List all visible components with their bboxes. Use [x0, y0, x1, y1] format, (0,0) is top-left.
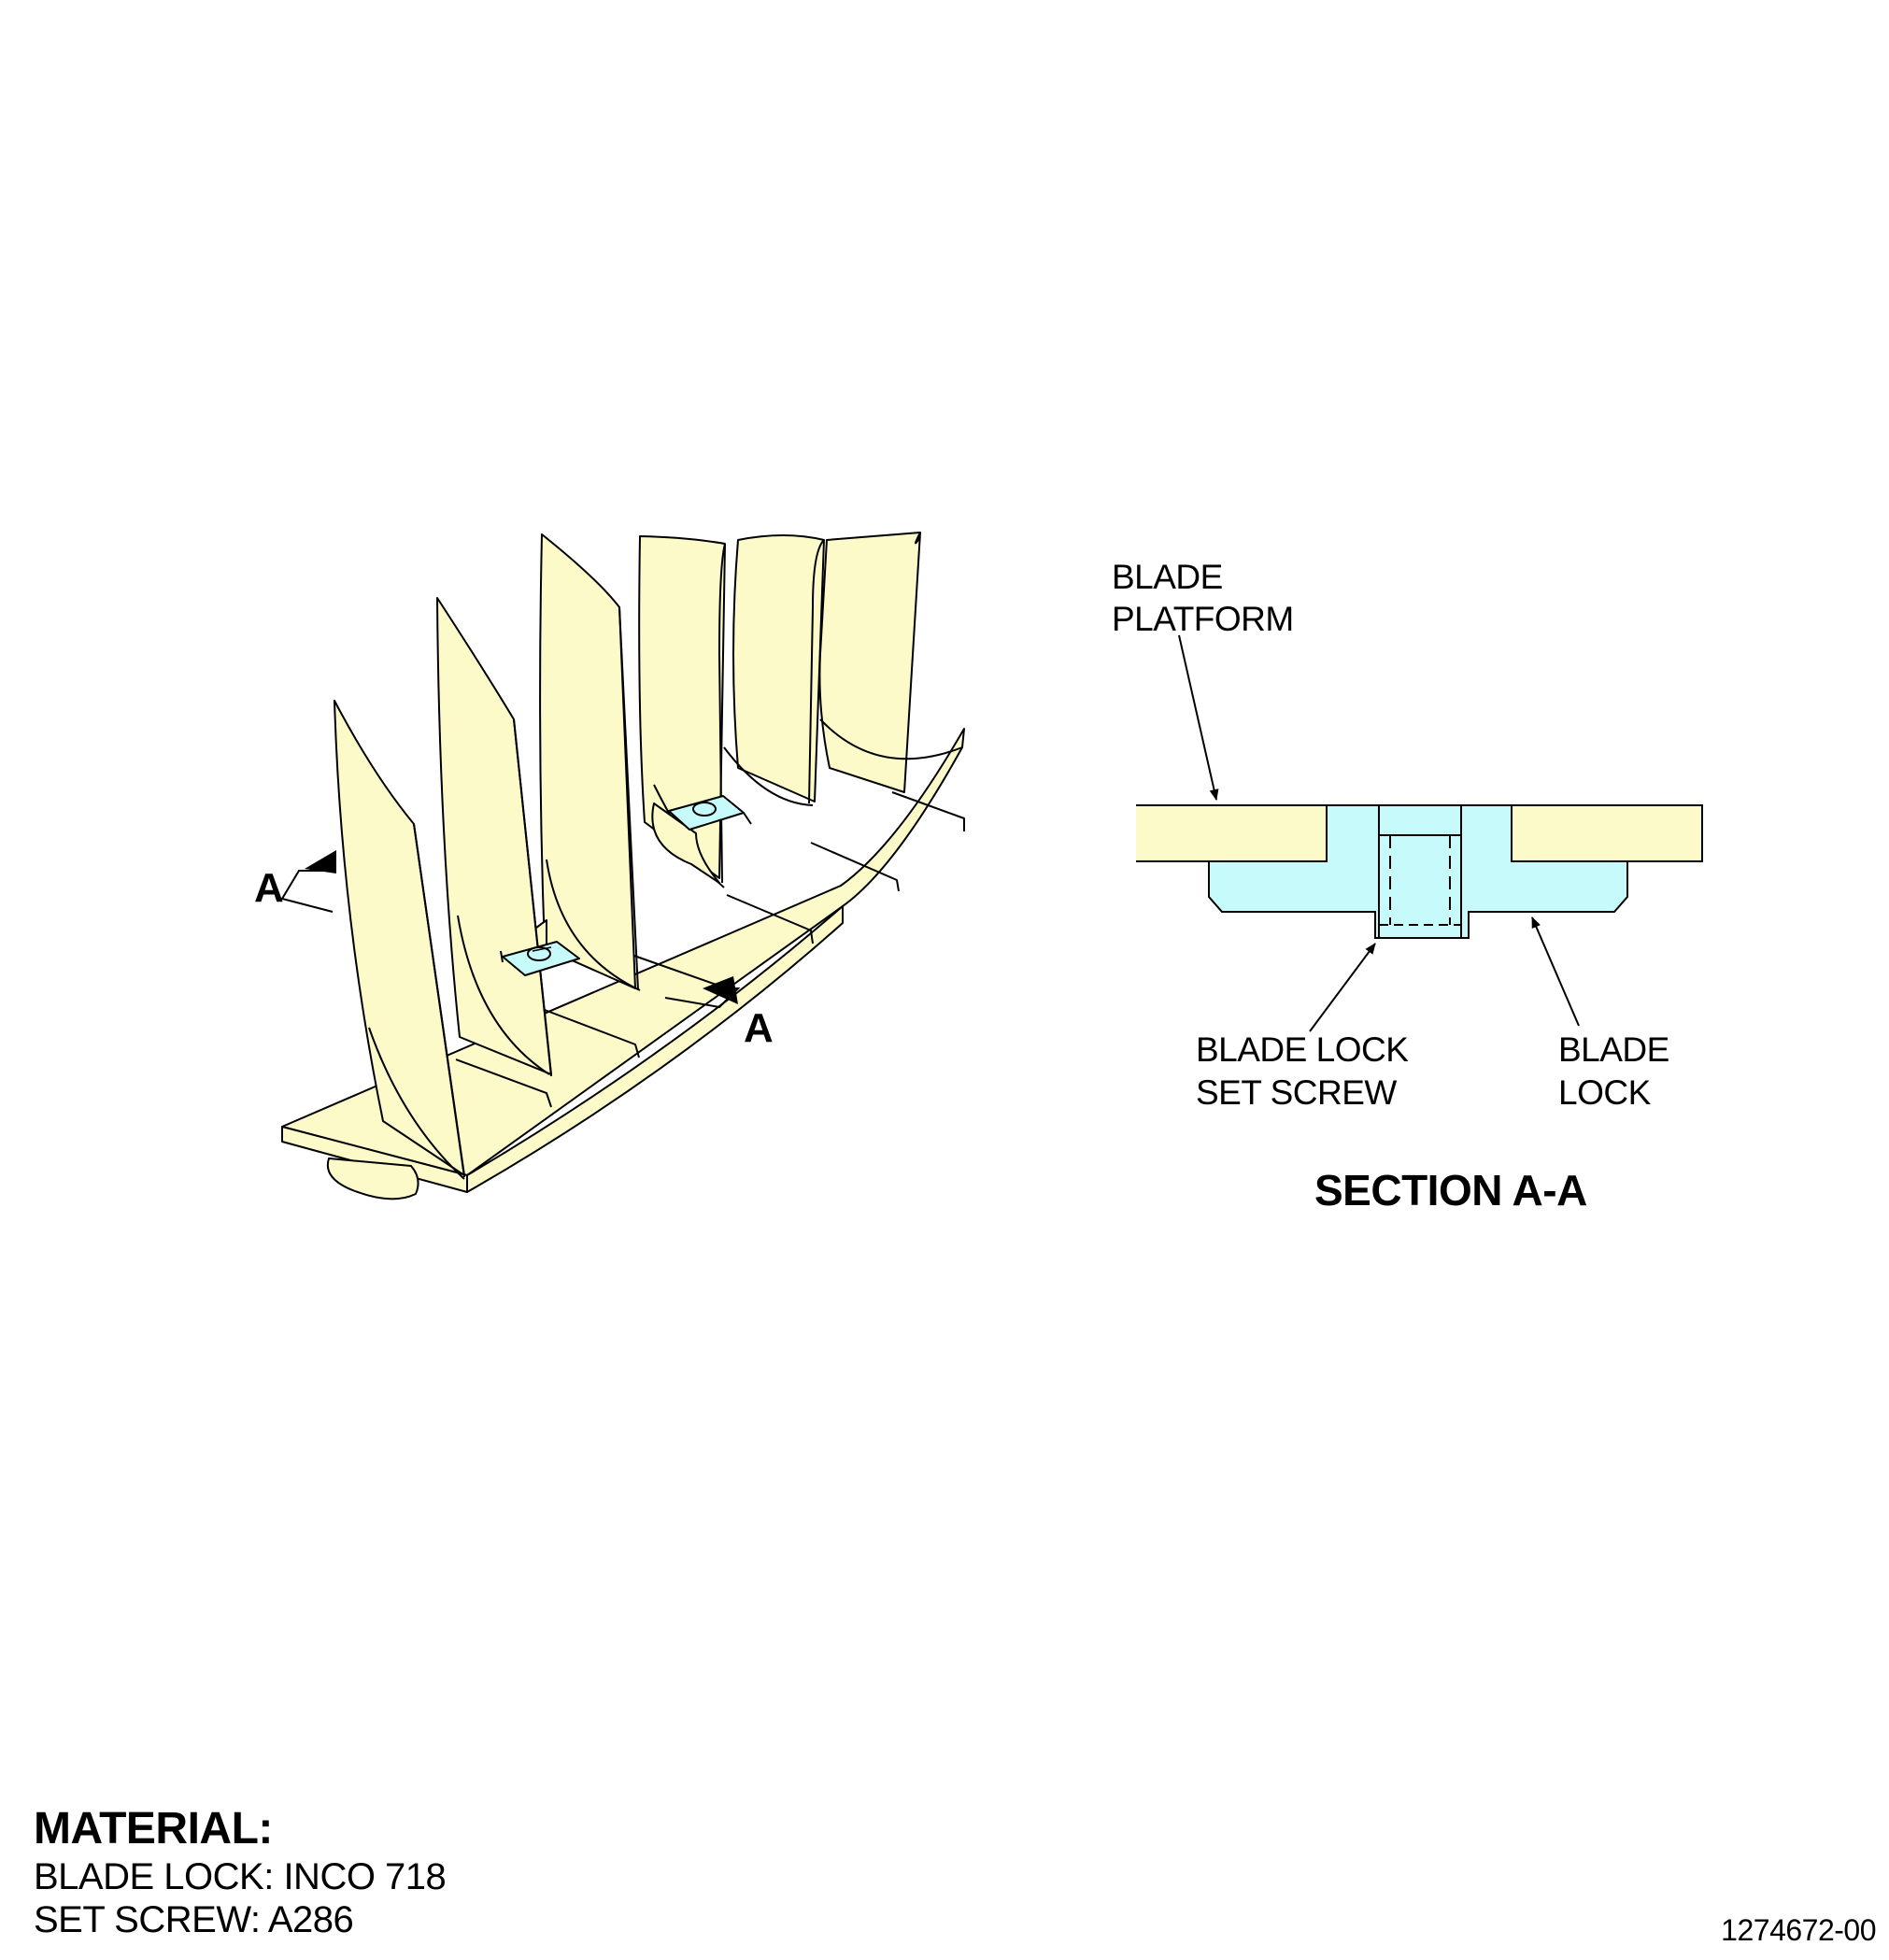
callout-blade-lock-line2: LOCK — [1558, 1073, 1652, 1112]
material-note-set-screw: SET SCREW: A286 — [34, 1899, 354, 1940]
section-a-a-view — [1136, 804, 1703, 939]
section-platform-right — [1512, 804, 1703, 862]
cutting-plane-left: A — [254, 850, 336, 913]
callout-blade-platform-line2: PLATFORM — [1112, 600, 1294, 638]
callout-set-screw-line1: BLADE LOCK — [1196, 1030, 1409, 1069]
callout-blade-lock-line1: BLADE — [1558, 1030, 1669, 1069]
figure-number: 1274672-00 — [1721, 1913, 1876, 1947]
blade-2 — [436, 597, 552, 1077]
callout-blade-platform: BLADE PLATFORM — [1112, 558, 1294, 638]
cutting-plane-right: A — [664, 976, 774, 1051]
material-notes: MATERIAL: BLADE LOCK: INCO 718 SET SCREW… — [34, 1803, 447, 1941]
section-letter-right: A — [744, 1005, 774, 1051]
blade-6 — [818, 532, 963, 793]
material-note-blade-lock: BLADE LOCK: INCO 718 — [34, 1856, 447, 1897]
blade-lock-1 — [502, 941, 580, 976]
section-blade-lock — [1208, 804, 1628, 939]
section-set-screw — [1378, 805, 1462, 938]
material-notes-title: MATERIAL: — [34, 1804, 273, 1853]
callout-blade-lock: BLADE LOCK — [1558, 1030, 1679, 1112]
callout-blade-platform-line1: BLADE — [1112, 558, 1223, 596]
blade-5 — [723, 534, 825, 806]
callout-set-screw: BLADE LOCK SET SCREW — [1196, 1030, 1417, 1112]
callout-set-screw-line2: SET SCREW — [1196, 1073, 1397, 1112]
blade-root-stub — [326, 1158, 419, 1200]
section-title: SECTION A-A — [1314, 1166, 1587, 1214]
section-letter-left: A — [254, 865, 284, 911]
callout-leaders — [1178, 634, 1580, 1032]
isometric-blade-view — [281, 532, 965, 1200]
blade-1 — [334, 700, 465, 1180]
blade-4 — [638, 535, 726, 888]
blade-platform-band — [281, 728, 965, 1200]
blade-lock-2 — [668, 795, 745, 831]
